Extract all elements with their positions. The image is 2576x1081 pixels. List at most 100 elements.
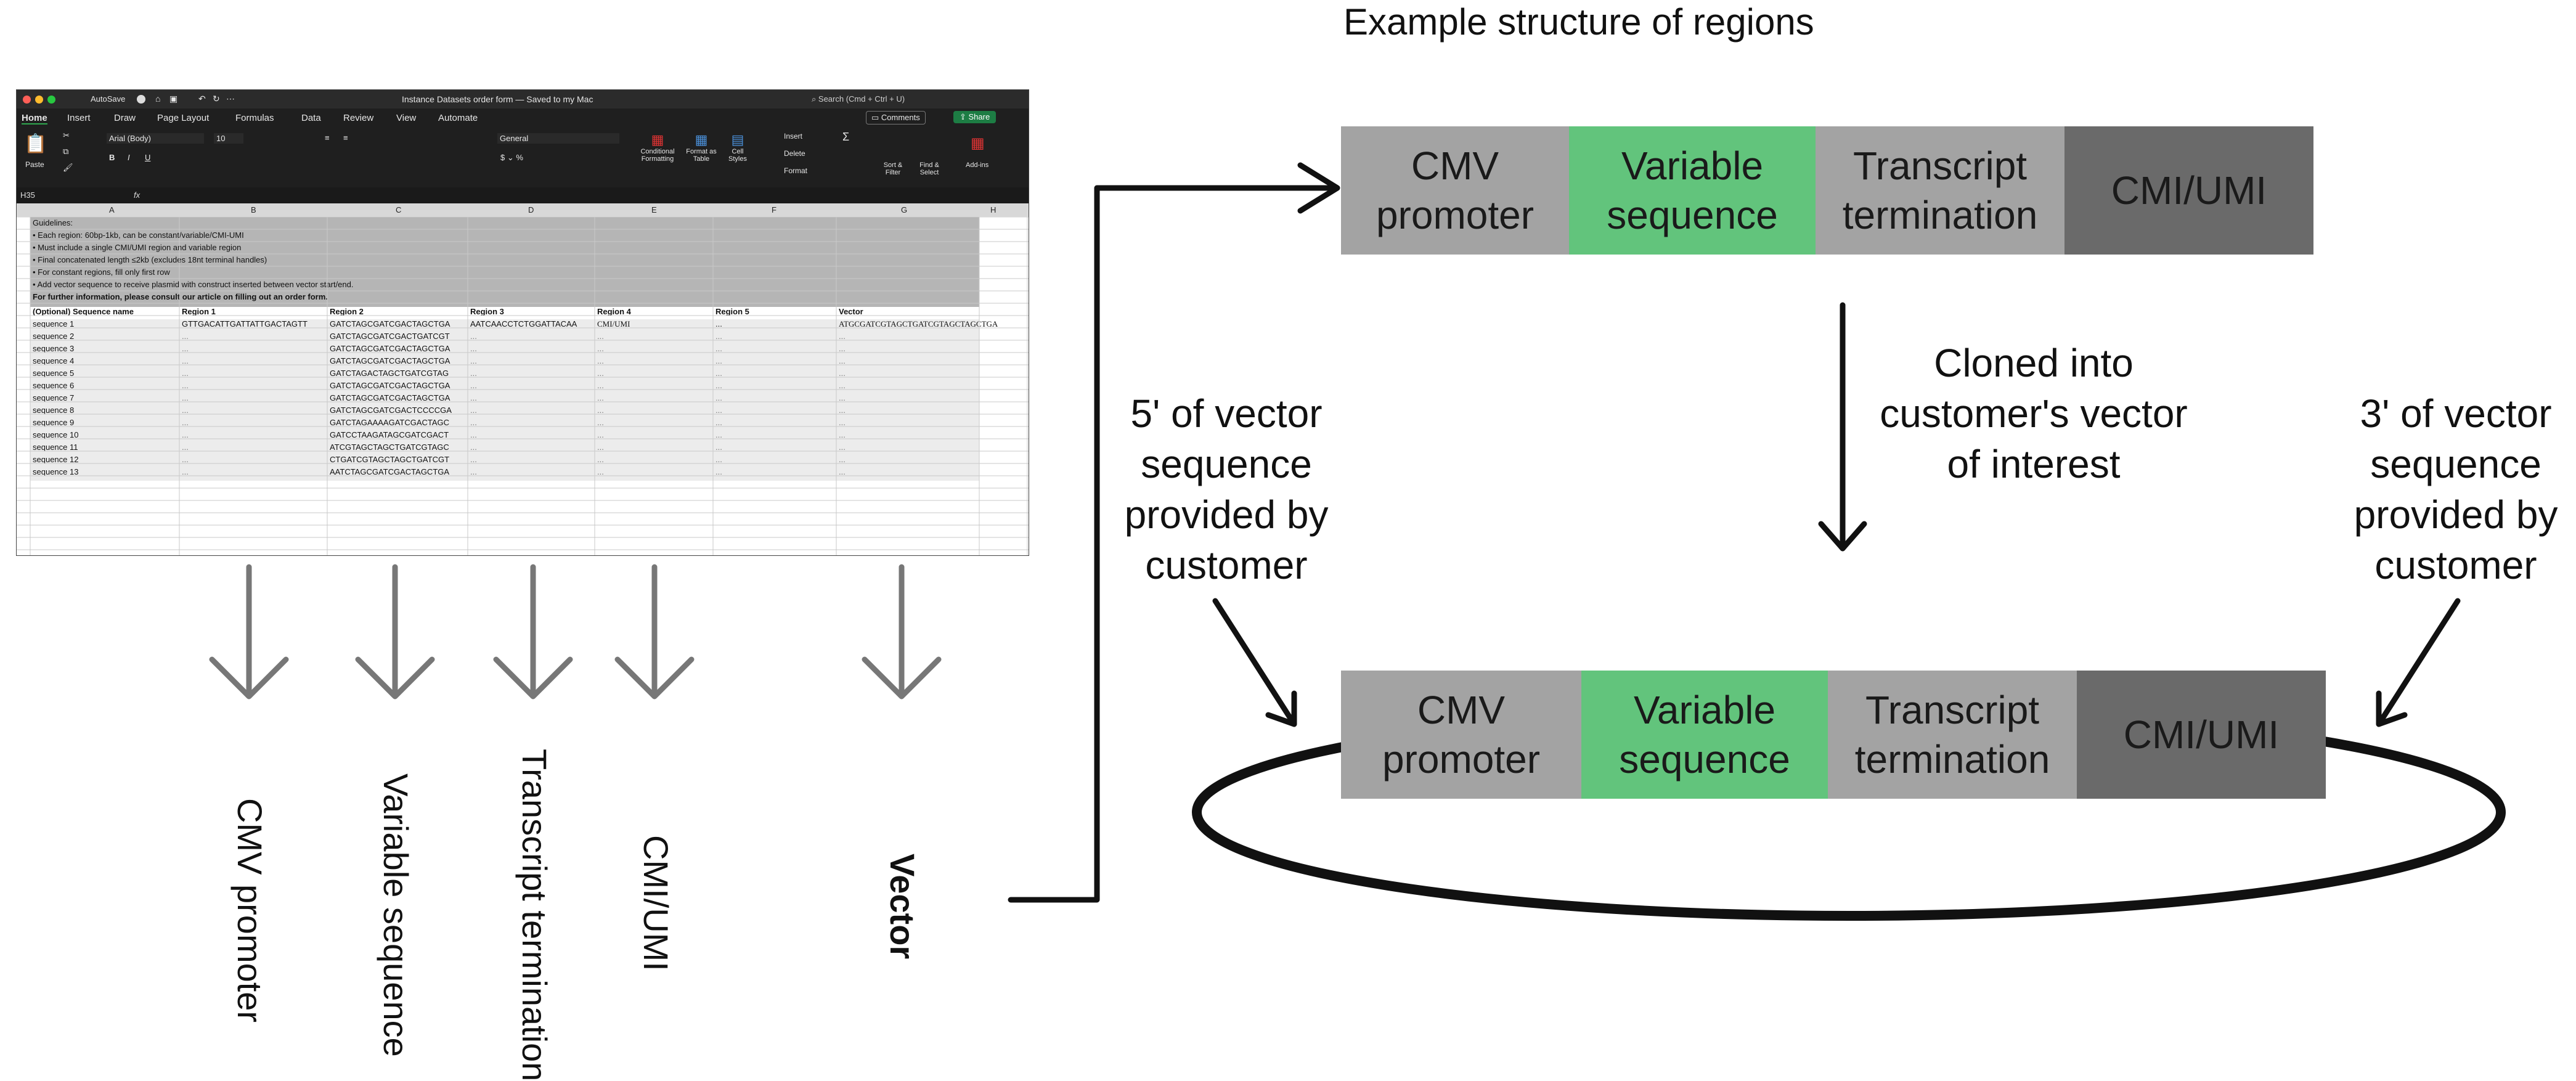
copy-icon[interactable]: ⧉ xyxy=(63,147,69,156)
table-cell: ... xyxy=(597,344,604,353)
table-icon: ▦ xyxy=(651,132,664,147)
guideline-line: Guidelines: xyxy=(33,218,73,227)
cell-styles-label: Cell Styles xyxy=(728,148,747,163)
column-header-c[interactable]: C xyxy=(396,205,402,214)
tab-home[interactable]: Home xyxy=(22,113,47,124)
formula-bar: H35 fx xyxy=(17,187,1029,204)
guideline-line: • For constant regions, fill only first … xyxy=(33,267,170,277)
table-cell: ... xyxy=(182,381,189,390)
table-cell: sequence 2 xyxy=(33,332,75,341)
column-header-f[interactable]: F xyxy=(772,205,776,214)
table-cell: ... xyxy=(182,369,189,378)
cell-styles-button[interactable]: ▤ Cell Styles xyxy=(722,132,753,163)
guidelines-block xyxy=(30,217,979,307)
column-header-a[interactable]: A xyxy=(109,205,115,214)
arrow-five-prime xyxy=(1212,598,1297,727)
align-left-icon[interactable]: ≡ xyxy=(325,133,330,142)
table-cell: ... xyxy=(182,356,189,365)
table-cell: ... xyxy=(470,344,477,353)
table-cell: GATCTAGCGATCGACTAGCTGA xyxy=(330,356,450,365)
table-cell: ... xyxy=(597,393,604,402)
table-cell: sequence 3 xyxy=(33,344,75,353)
close-window-button[interactable] xyxy=(23,96,31,104)
more-icon[interactable]: ⋯ xyxy=(226,94,235,104)
format-button[interactable]: Format xyxy=(784,166,808,175)
minimize-window-button[interactable] xyxy=(35,96,43,104)
sort-filter-button[interactable]: Sort & Filter xyxy=(883,161,903,176)
bottom-variable-sequence-label: Variable sequence xyxy=(1619,688,1790,781)
bottom-variable-sequence-box: Variable sequence xyxy=(1581,671,1828,799)
tab-page-layout[interactable]: Page Layout xyxy=(157,113,210,123)
bold-button[interactable]: B xyxy=(109,153,115,162)
italic-button[interactable]: I xyxy=(128,153,130,162)
tab-insert[interactable]: Insert xyxy=(67,113,91,123)
column-header-b[interactable]: B xyxy=(251,205,256,214)
autosave-toggle[interactable] xyxy=(137,95,145,104)
top-cmv-promoter-box: CMV promoter xyxy=(1341,126,1569,255)
font-select[interactable]: Arial (Body) xyxy=(107,133,204,144)
comments-label: Comments xyxy=(881,113,920,122)
addins-label[interactable]: Add-ins xyxy=(966,161,989,169)
column-header-e[interactable]: E xyxy=(651,205,657,214)
column-label-transcript-termination: Transcript termination xyxy=(515,749,554,1081)
header-cell: Region 5 xyxy=(715,307,749,316)
paste-icon[interactable]: 📋 xyxy=(24,134,47,154)
table-cell: ... xyxy=(839,332,846,341)
table-cell: GATCTAGCGATCGACTAGCTGA xyxy=(330,319,450,328)
arrow-vector xyxy=(862,564,942,700)
undo-icon[interactable]: ↶ xyxy=(198,94,206,104)
conditional-formatting-button[interactable]: ▦ Conditional Formatting xyxy=(633,132,682,163)
guideline-line: • Must include a single CMI/UMI region a… xyxy=(33,243,242,252)
table-cell: ... xyxy=(470,430,477,439)
guideline-line: For further information, please consult … xyxy=(33,292,328,301)
save-icon[interactable]: ▣ xyxy=(169,94,178,104)
home-icon[interactable]: ⌂ xyxy=(155,94,161,104)
table-cell: CTGATCGTAGCTAGCTGATCGT xyxy=(330,455,450,464)
addins-icon[interactable]: ▦ xyxy=(971,135,985,152)
tab-automate[interactable]: Automate xyxy=(438,113,478,123)
insert-button[interactable]: Insert xyxy=(784,132,803,141)
table-cell: ATCGTAGCTAGCTGATCGTAGC xyxy=(330,443,449,452)
format-as-table-button[interactable]: ▦ Format as Table xyxy=(682,132,720,163)
redo-icon[interactable]: ↻ xyxy=(213,94,220,104)
table-cell: sequence 5 xyxy=(33,369,75,378)
bottom-transcript-termination-label: Transcript termination xyxy=(1854,688,2050,781)
autosum-icon[interactable]: Σ xyxy=(842,131,850,143)
table-cell: ... xyxy=(470,467,477,476)
maximize-window-button[interactable] xyxy=(47,96,55,104)
number-format-select[interactable]: General xyxy=(497,133,619,144)
cut-icon[interactable]: ✂ xyxy=(63,131,70,140)
top-cmv-promoter-label: CMV promoter xyxy=(1376,144,1535,237)
column-header-d[interactable]: D xyxy=(528,205,534,214)
table-cell: sequence 11 xyxy=(33,443,78,452)
cell-grid[interactable]: Guidelines: • Each region: 60bp-1kb, can… xyxy=(17,217,1029,555)
table-cell: ATGCGATCGTAGCTGATCGTAGCTAGCTGA xyxy=(839,319,998,328)
font-size-select[interactable]: 10 xyxy=(214,133,243,144)
table-cell: GATCTAGCGATCGACTGATCGT xyxy=(330,332,450,341)
column-header-h[interactable]: H xyxy=(990,205,997,214)
table-cell: ... xyxy=(597,418,604,427)
column-header-g[interactable]: G xyxy=(901,205,908,214)
arrow-region-1 xyxy=(209,564,289,700)
table-cell: ... xyxy=(715,319,722,328)
currency-icon[interactable]: $ ⌄ % xyxy=(500,153,523,162)
align-center-icon[interactable]: ≡ xyxy=(343,133,348,142)
tab-review[interactable]: Review xyxy=(343,113,374,123)
comments-button[interactable]: ▭ Comments xyxy=(866,111,926,124)
paste-label[interactable]: Paste xyxy=(25,160,44,169)
header-cell: Region 3 xyxy=(470,307,504,316)
table-cell: ... xyxy=(597,332,604,341)
tab-formulas[interactable]: Formulas xyxy=(235,113,274,123)
underline-button[interactable]: U xyxy=(145,153,151,162)
format-painter-icon[interactable]: 🖌 xyxy=(63,163,73,172)
header-cell: Region 2 xyxy=(330,307,364,316)
name-box[interactable]: H35 xyxy=(20,190,35,200)
tab-data[interactable]: Data xyxy=(301,113,321,123)
search-box[interactable]: ⌕ Search (Cmd + Ctrl + U) xyxy=(812,94,905,104)
share-button[interactable]: ⇪ Share xyxy=(953,111,997,123)
tab-draw[interactable]: Draw xyxy=(114,113,136,123)
find-select-button[interactable]: Find & Select xyxy=(919,161,939,176)
tab-view[interactable]: View xyxy=(396,113,417,123)
delete-button[interactable]: Delete xyxy=(784,149,805,158)
title-bar: AutoSave ⌂ ▣ ↶ ↻ ⋯ Instance Datasets ord… xyxy=(17,90,1029,108)
